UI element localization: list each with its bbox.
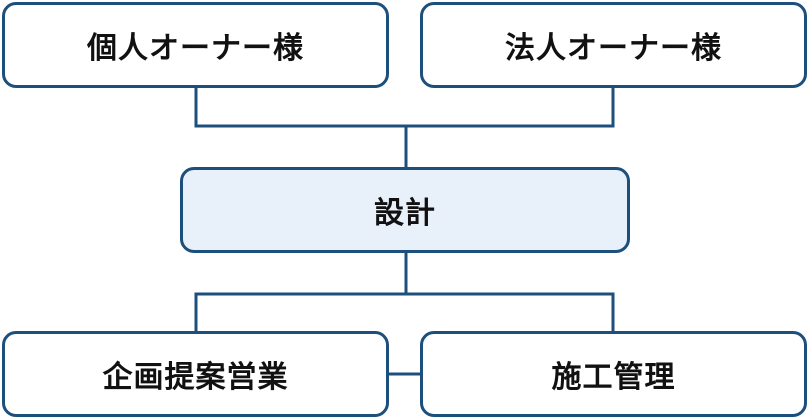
node-construction-management: 施工管理 — [420, 331, 807, 417]
node-design-label: 設計 — [374, 196, 436, 231]
node-sales-proposal: 企画提案営業 — [2, 331, 389, 417]
node-individual-owner-label: 個人オーナー様 — [87, 31, 304, 66]
node-individual-owner: 個人オーナー様 — [2, 2, 389, 88]
node-corporate-owner-label: 法人オーナー様 — [505, 31, 722, 66]
node-corporate-owner: 法人オーナー様 — [420, 2, 807, 88]
node-design: 設計 — [180, 167, 630, 253]
node-construction-management-label: 施工管理 — [551, 360, 676, 395]
node-sales-proposal-label: 企画提案営業 — [102, 360, 289, 395]
